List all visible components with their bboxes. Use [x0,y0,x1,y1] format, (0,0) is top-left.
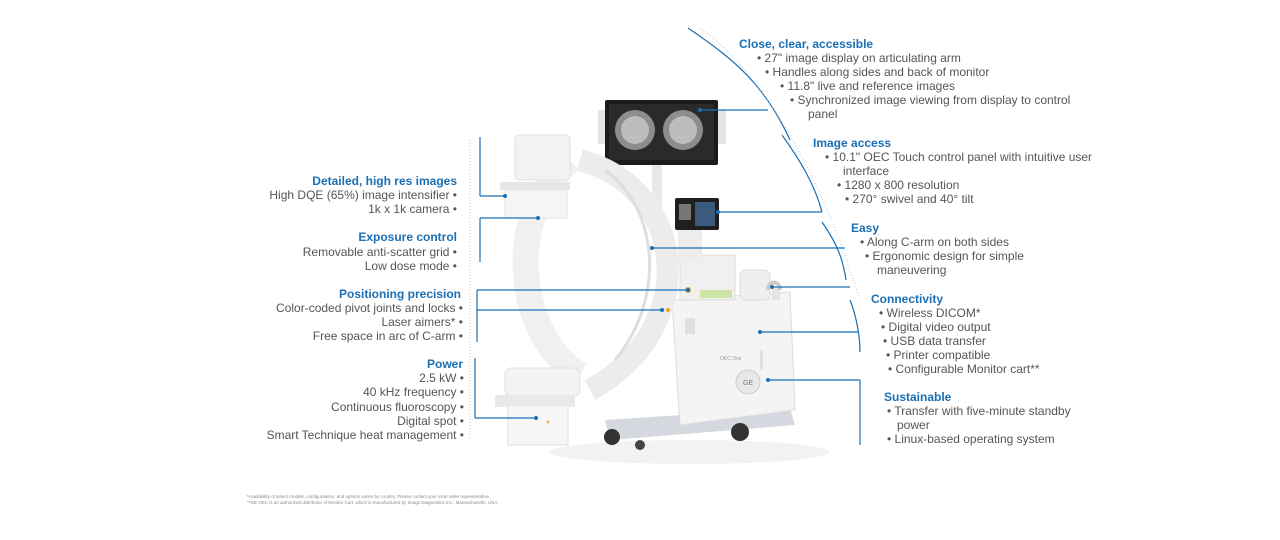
right-group-item: • Linux-based operating system [887,432,1055,446]
left-group-item: 2.5 kW • [419,371,464,385]
left-group-item: Smart Technique heat management • [266,428,464,442]
right-group-item: interface [843,164,890,178]
right-group-item: • Digital video output [881,320,991,334]
right-group-item: • Synchronized image viewing from displa… [790,93,1071,107]
left-group-title-exposure: Exposure control [358,230,457,244]
right-group-title-sustainable: Sustainable [884,390,952,404]
right-group-item: • Along C-arm on both sides [860,235,1009,249]
right-group-item: • Wireless DICOM* [879,306,981,320]
right-group-item: • Transfer with five-minute standby [887,404,1071,418]
left-group-item: Color-coded pivot joints and locks • [276,301,463,315]
right-group-item: • 270° swivel and 40° tilt [845,192,974,206]
left-group-item: 40 kHz frequency • [363,385,464,399]
footnote: **GE OEC is an authorized distributor of… [247,500,499,505]
right-group-title-display: Close, clear, accessible [739,37,874,51]
footnote: *Availability of select models, configur… [247,494,491,499]
left-group-item: 1k x 1k camera • [368,202,457,216]
left-group-item: Removable anti-scatter grid • [302,245,457,259]
right-group-item: panel [808,107,838,121]
left-group-item: Laser aimers* • [381,315,463,329]
right-group-item: • Ergonomic design for simple [865,249,1024,263]
left-group-item: Continuous fluoroscopy • [331,400,464,414]
left-group-item: Digital spot • [397,414,464,428]
right-group-item: • 10.1" OEC Touch control panel with int… [825,150,1093,164]
left-group-title-images: Detailed, high res images [312,174,457,188]
right-group-item: • 1280 x 800 resolution [837,178,960,192]
left-group-title-positioning: Positioning precision [338,287,461,301]
left-group-item: Low dose mode • [364,259,457,273]
left-group-item: High DQE (65%) image intensifier • [269,188,457,202]
right-group-title-easy: Easy [851,221,880,235]
right-group-item: • USB data transfer [883,334,986,348]
right-group-title-connectivity: Connectivity [871,292,944,306]
right-group-item: • Printer compatible [886,348,991,362]
brand-label: OEC One [720,356,742,362]
right-group-item: • 27" image display on articulating arm [757,51,961,65]
right-group-item: • Configurable Monitor cart** [888,362,1040,376]
left-group-item: Free space in arc of C-arm • [312,329,463,343]
right-group-title-image-access: Image access [813,136,892,150]
right-group-item: • 11.8" live and reference images [780,79,956,93]
ge-logo: GE [743,380,753,387]
right-group-item: power [897,418,930,432]
left-group-title-power: Power [426,357,463,371]
right-group-item: maneuvering [877,263,947,277]
right-group-item: • Handles along sides and back of monito… [765,65,990,79]
